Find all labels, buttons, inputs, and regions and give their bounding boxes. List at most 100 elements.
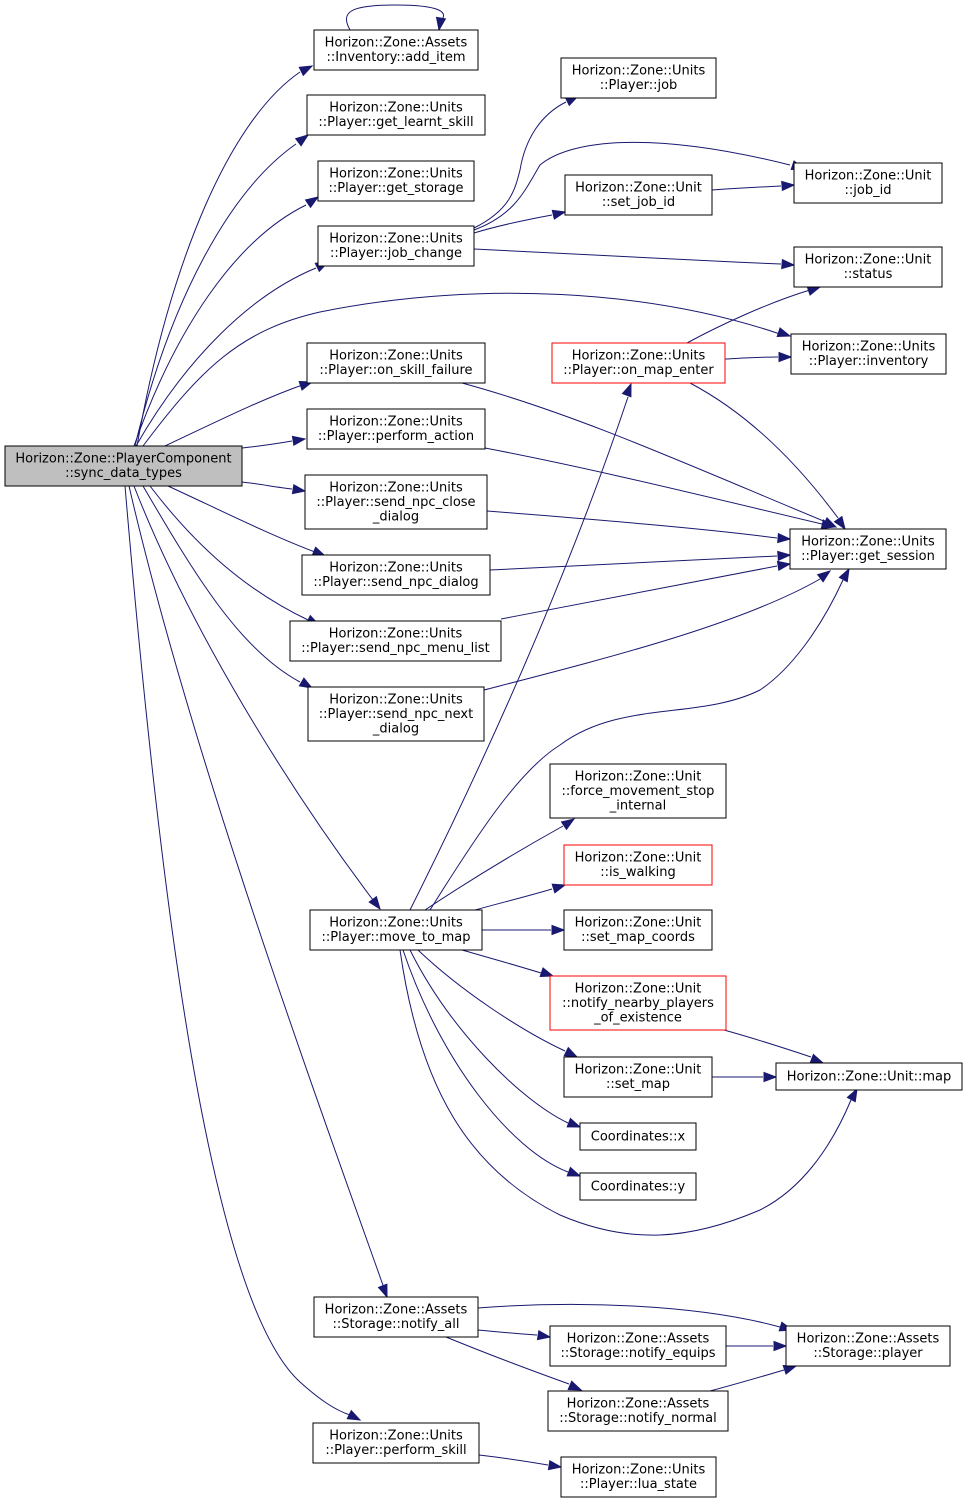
node-box[interactable] [563,1056,713,1098]
node-box[interactable] [306,408,486,450]
arrowhead-icon [435,16,447,32]
edge-on_map_enter-to-get_session [689,382,846,531]
node-box[interactable] [564,174,713,216]
edge-move_to_map-to-force_movement_stop [424,818,576,911]
node-label-line: Horizon::Zone::Units [329,1429,463,1444]
node-label-line: ::Player::send_npc_next [319,707,473,722]
node-set-job-id[interactable]: Horizon::Zone::Unit::set_job_id [564,174,713,216]
node-label-line: ::status [844,267,893,282]
node-get-session[interactable]: Horizon::Zone::Units::Player::get_sessio… [789,528,947,570]
node-label-line: ::Storage::notify_all [332,1317,459,1332]
edge-send_npc_dialog-to-get_session [489,550,792,571]
node-box[interactable] [306,94,486,136]
node-box[interactable] [563,909,713,951]
node-box[interactable] [317,160,475,202]
node-box[interactable] [563,844,713,886]
node-label-line: Horizon::Zone::Units [329,692,463,707]
node-box[interactable] [790,333,947,375]
node-label-line: Horizon::Zone::Units [329,480,463,495]
node-label-line: Horizon::Zone::Unit::map [787,1069,951,1084]
edge-line [241,481,293,490]
node-set-map[interactable]: Horizon::Zone::Unit::set_map [563,1056,713,1098]
node-lua-state[interactable]: Horizon::Zone::Units::Player::lua_state [560,1456,717,1498]
node-box[interactable] [551,342,726,384]
node-unit-job-id[interactable]: Horizon::Zone::Unit::job_id [793,162,943,204]
node-box[interactable] [313,1296,479,1338]
node-get-storage[interactable]: Horizon::Zone::Units::Player::get_storag… [317,160,475,202]
edge-line [500,565,778,620]
node-notify-equips[interactable]: Horizon::Zone::Assets::Storage::notify_e… [549,1325,727,1367]
arrowhead-icon [563,1046,579,1058]
node-box[interactable] [312,1422,480,1464]
node-label-line: Horizon::Zone::Unit [575,916,702,931]
node-move-to-map[interactable]: Horizon::Zone::Units::Player::move_to_ma… [309,909,483,951]
node-on-map-enter[interactable]: Horizon::Zone::Units::Player::on_map_ent… [551,342,726,384]
node-send-npc-menu-list[interactable]: Horizon::Zone::Units::Player::send_npc_m… [289,620,502,662]
node-label-line: ::Inventory::add_item [326,50,465,65]
node-box[interactable] [4,445,243,487]
arrowhead-icon [806,285,822,296]
node-send-npc-close-dialog[interactable]: Horizon::Zone::Units::Player::send_npc_c… [304,474,488,530]
node-notify-normal[interactable]: Horizon::Zone::Assets::Storage::notify_n… [547,1390,729,1432]
node-send-npc-dialog[interactable]: Horizon::Zone::Units::Player::send_npc_d… [301,554,491,596]
node-box[interactable] [549,763,727,819]
node-get-learnt-skill[interactable]: Horizon::Zone::Units::Player::get_learnt… [306,94,486,136]
node-label-line: Coordinates::x [591,1129,686,1144]
node-on-skill-failure[interactable]: Horizon::Zone::Units::Player::on_skill_f… [306,342,486,384]
arrowhead-icon [547,1459,563,1471]
node-box[interactable] [317,225,475,267]
edge-line [241,440,293,449]
node-coord-x[interactable]: Coordinates::x [579,1122,697,1151]
node-box[interactable] [313,29,479,71]
edge-line [489,555,778,571]
node-box[interactable] [793,246,943,288]
arrowhead-icon [304,196,320,209]
node-box[interactable] [309,909,483,951]
node-box[interactable] [560,1456,717,1498]
node-box[interactable] [579,1172,697,1201]
node-player-inventory[interactable]: Horizon::Zone::Units::Player::inventory [790,333,947,375]
node-box[interactable] [301,554,491,596]
node-box[interactable] [775,1062,963,1091]
node-box[interactable] [289,620,502,662]
node-box[interactable] [560,57,717,99]
node-storage-player[interactable]: Horizon::Zone::Assets::Storage::player [785,1325,951,1367]
node-unit-status[interactable]: Horizon::Zone::Unit::status [793,246,943,288]
node-add-item[interactable]: Horizon::Zone::Assets::Inventory::add_it… [313,29,479,71]
node-send-npc-next-dialog[interactable]: Horizon::Zone::Units::Player::send_npc_n… [307,686,485,742]
node-box[interactable] [785,1325,951,1367]
node-box[interactable] [306,342,486,384]
node-job-change[interactable]: Horizon::Zone::Units::Player::job_change [317,225,475,267]
node-force-movement-stop[interactable]: Horizon::Zone::Unit::force_movement_stop… [549,763,727,819]
node-box[interactable] [549,975,727,1031]
edge-line [417,949,566,1052]
edge-line [445,1336,570,1385]
arrowhead-icon [346,1409,362,1421]
arrowhead-icon [778,351,793,363]
node-coord-y[interactable]: Coordinates::y [579,1172,697,1201]
node-box[interactable] [579,1122,697,1151]
edge-line [429,579,844,911]
node-notify-all[interactable]: Horizon::Zone::Assets::Storage::notify_a… [313,1296,479,1338]
node-label-line: ::Player::send_npc_close [316,495,475,510]
node-player-job[interactable]: Horizon::Zone::Units::Player::job [560,57,717,99]
node-label-line: ::notify_nearby_players [562,996,714,1011]
node-label-line: Horizon::Zone::Units [801,535,935,550]
node-box[interactable] [549,1325,727,1367]
node-label-line: ::set_map [606,1077,670,1092]
node-box[interactable] [547,1390,729,1432]
node-box[interactable] [793,162,943,204]
edge-root-to-add_item [136,65,314,447]
node-box[interactable] [789,528,947,570]
edge-line [409,396,629,911]
node-is-walking[interactable]: Horizon::Zone::Unit::is_walking [563,844,713,886]
node-box[interactable] [304,474,488,530]
node-label-line: Horizon::Zone::Assets [797,1332,940,1347]
node-notify-nearby[interactable]: Horizon::Zone::Unit::notify_nearby_playe… [549,975,727,1031]
node-set-map-coords[interactable]: Horizon::Zone::Unit::set_map_coords [563,909,713,951]
node-perform-action[interactable]: Horizon::Zone::Units::Player::perform_ac… [306,408,486,450]
node-unit-map[interactable]: Horizon::Zone::Unit::map [775,1062,963,1091]
node-root[interactable]: Horizon::Zone::PlayerComponent::sync_dat… [4,445,243,487]
node-box[interactable] [307,686,485,742]
node-perform-skill[interactable]: Horizon::Zone::Units::Player::perform_sk… [312,1422,480,1464]
